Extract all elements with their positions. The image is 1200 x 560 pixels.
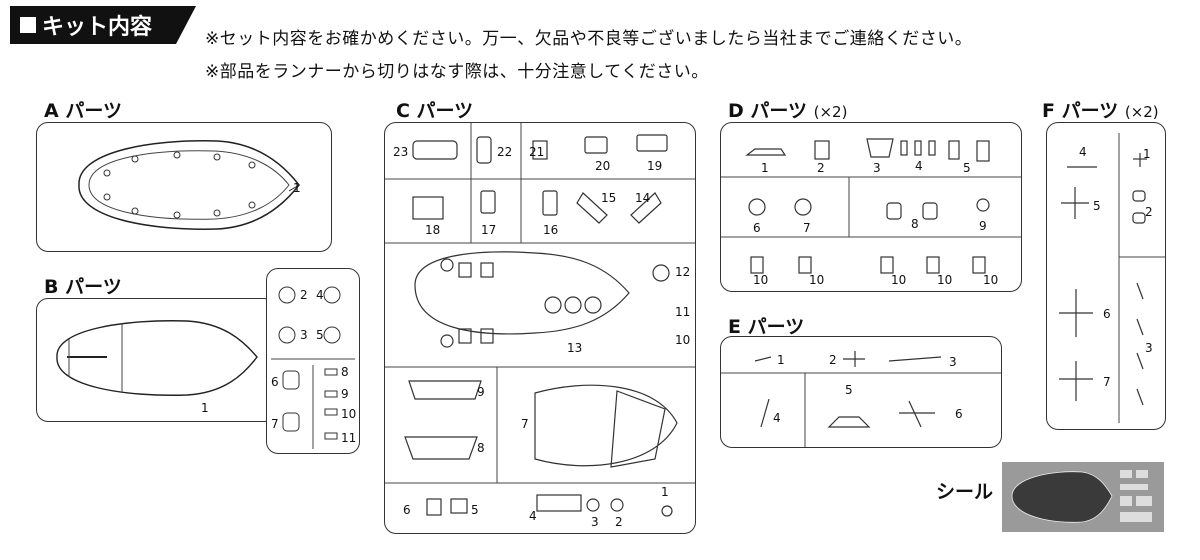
- part-number: 6: [271, 375, 279, 389]
- part-number: 6: [403, 503, 411, 517]
- section-d-qty: (×2): [813, 103, 848, 121]
- part-number: 2: [817, 161, 825, 175]
- d-parts-drawing: [721, 138, 1021, 274]
- title-text: キット内容: [42, 15, 153, 40]
- e-parts-drawing: [721, 351, 1001, 447]
- part-number: 5: [471, 503, 479, 517]
- part-number: 3: [1145, 341, 1153, 355]
- part-number: 19: [647, 159, 663, 173]
- section-f-label: F パーツ (×2): [1042, 96, 1159, 123]
- part-number: 3: [300, 328, 308, 342]
- part-number: 8: [341, 365, 349, 379]
- section-c-label: C パーツ: [396, 100, 474, 122]
- square-bullet-icon: [20, 17, 36, 33]
- part-number: 1: [1143, 147, 1151, 161]
- part-number: 16: [543, 223, 559, 237]
- section-d-label: D パーツ (×2): [728, 96, 847, 123]
- part-number: 11: [341, 431, 357, 445]
- section-f-qty: (×2): [1124, 103, 1159, 121]
- part-number: 5: [1093, 199, 1101, 213]
- part-number: 3: [949, 355, 957, 369]
- part-number: 9: [979, 219, 987, 233]
- part-number: 17: [481, 223, 497, 237]
- propeller-drawings: [271, 286, 355, 449]
- part-number: 2: [300, 288, 308, 302]
- part-number: 10: [891, 273, 907, 287]
- part-number: 10: [983, 273, 999, 287]
- runner-b-hull: 1: [36, 298, 276, 422]
- part-number: 7: [271, 417, 279, 431]
- part-number: 3: [873, 161, 881, 175]
- part-number: 4: [1079, 145, 1087, 159]
- section-b-label: B パーツ: [44, 276, 122, 298]
- part-number: 9: [341, 387, 349, 401]
- runner-b-props: 2 4 3 5 6 7 8 9 10 11: [266, 268, 360, 454]
- runner-f: 4 1 5 2 6 3 7: [1046, 122, 1166, 430]
- part-number: 15: [601, 191, 617, 205]
- sticker-label: シール: [936, 481, 994, 503]
- part-number: 7: [1103, 375, 1111, 389]
- part-number: 4: [316, 288, 324, 302]
- part-number: 10: [937, 273, 953, 287]
- part-number: 4: [773, 411, 781, 425]
- part-number: 23: [393, 145, 409, 159]
- part-number: 11: [675, 305, 691, 319]
- part-number: 5: [845, 383, 853, 397]
- part-number: 5: [316, 328, 324, 342]
- part-number: 10: [753, 273, 769, 287]
- aircraft-parts-drawing: [1059, 133, 1165, 423]
- part-number: 4: [529, 509, 537, 523]
- runner-e: 1 2 3 4 5 6: [720, 336, 1002, 448]
- part-number: 6: [753, 221, 761, 235]
- section-d-name: D パーツ: [728, 100, 808, 122]
- part-number: 3: [591, 515, 599, 529]
- part-number: 2: [615, 515, 623, 529]
- part-number: 4: [915, 159, 923, 173]
- part-number: 22: [497, 145, 513, 159]
- deck-and-parts-drawing: [385, 123, 695, 517]
- part-number: 18: [425, 223, 441, 237]
- part-number: 2: [1145, 205, 1153, 219]
- part-number: 21: [529, 145, 545, 159]
- part-number: 1: [201, 401, 209, 415]
- part-number: 8: [911, 217, 919, 231]
- part-number: 1: [293, 181, 301, 195]
- hull-part-drawing: [78, 140, 300, 230]
- sticker-deck-drawing: [1011, 470, 1152, 523]
- part-number: 10: [341, 407, 357, 421]
- part-number: 12: [675, 265, 691, 279]
- part-number: 1: [761, 161, 769, 175]
- note-careful-cut: ※部品をランナーから切りはなす際は、十分注意してください。: [205, 62, 709, 82]
- runner-c: 23 22 21 20 19 18 17 16 15 14 12 11 10 1…: [384, 122, 696, 534]
- part-number: 5: [963, 161, 971, 175]
- kit-contents-title: キット内容: [10, 6, 196, 44]
- part-number: 7: [521, 417, 529, 431]
- part-number: 9: [477, 385, 485, 399]
- runner-a: 1: [36, 122, 332, 252]
- part-number: 13: [567, 341, 583, 355]
- note-check-contents: ※セット内容をお確かめください。万一、欠品や不良等ございましたら当社までご連絡く…: [205, 29, 973, 49]
- section-f-name: F パーツ: [1042, 100, 1119, 122]
- part-number: 8: [477, 441, 485, 455]
- part-number: 7: [803, 221, 811, 235]
- part-number: 14: [635, 191, 651, 205]
- section-a-label: A パーツ: [44, 100, 122, 122]
- part-number: 2: [829, 353, 837, 367]
- part-number: 1: [777, 353, 785, 367]
- section-e-label: E パーツ: [728, 316, 805, 338]
- runner-d: 1 2 3 4 5 6 7 8 9 10 10 10 10 10: [720, 122, 1022, 292]
- sticker-sheet-image: [1002, 462, 1164, 532]
- part-number: 10: [675, 333, 691, 347]
- part-number: 10: [809, 273, 825, 287]
- part-number: 6: [955, 407, 963, 421]
- part-number: 1: [661, 485, 669, 499]
- hull-bottom-drawing: [56, 320, 258, 396]
- part-number: 6: [1103, 307, 1111, 321]
- part-number: 20: [595, 159, 611, 173]
